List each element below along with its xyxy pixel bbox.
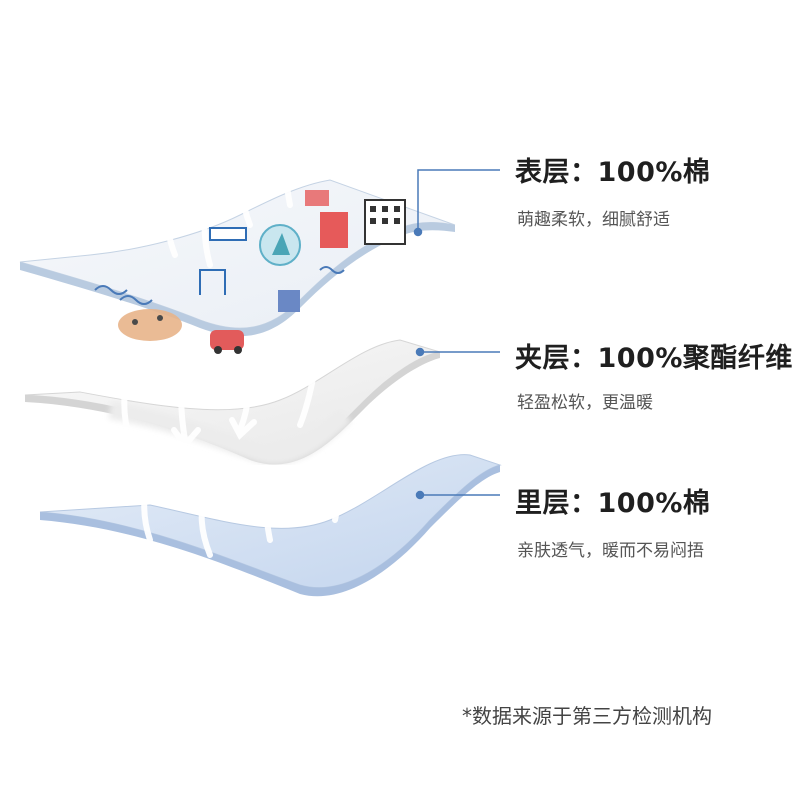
middle-layer-title: 夹层：100%聚酯纤维 xyxy=(515,343,793,374)
bottom-layer-title: 里层：100%棉 xyxy=(515,488,711,519)
callout-lines xyxy=(413,169,500,500)
top-layer xyxy=(19,179,456,354)
bottom-layer-desc: 亲肤透气，暖而不易闷捂 xyxy=(517,541,704,561)
callout-top xyxy=(417,169,500,232)
top-layer-desc: 萌趣柔软，细腻舒适 xyxy=(517,210,670,230)
middle-layer-desc: 轻盈松软，更温暖 xyxy=(517,393,653,413)
data-source-footnote: *数据来源于第三方检测机构 xyxy=(462,704,712,728)
bottom-layer xyxy=(39,454,502,597)
top-layer-title: 表层：100%棉 xyxy=(515,157,711,188)
middle-layer xyxy=(24,339,441,465)
print-pattern xyxy=(94,190,406,354)
airflow-arrows xyxy=(117,130,360,558)
